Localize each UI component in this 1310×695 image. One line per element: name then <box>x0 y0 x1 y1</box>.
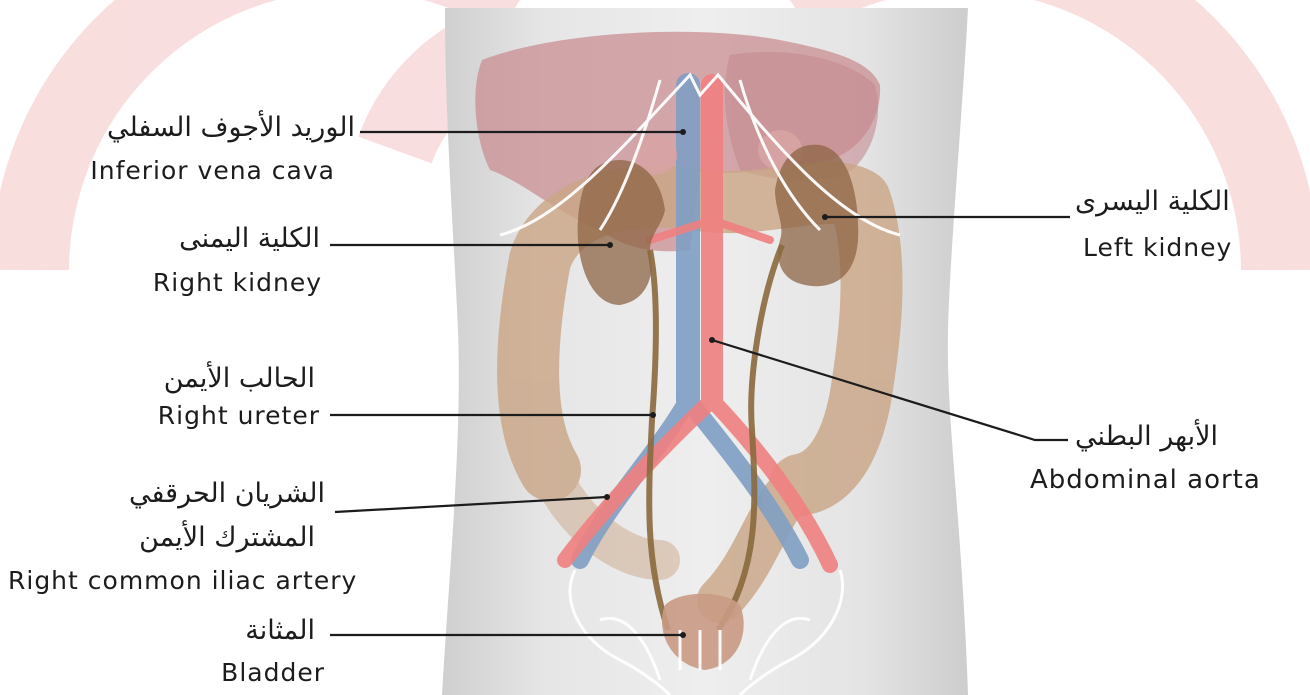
leader-dot-lk <box>822 214 828 220</box>
leader-dot-bl <box>680 632 686 638</box>
label-bladder-english: Bladder <box>221 660 325 685</box>
label-abdominal-aorta-arabic: الأبهر البطني <box>1075 423 1218 450</box>
label-right-common-iliac-artery-arabic-1: الشريان الحرقفي <box>129 480 325 507</box>
leader-dot-ivc <box>680 129 686 135</box>
label-right-kidney-english: Right kidney <box>153 270 322 295</box>
leader-dot-rcia <box>604 494 610 500</box>
label-right-kidney-arabic: الكلية اليمنى <box>179 225 320 252</box>
label-left-kidney-english: Left kidney <box>1083 235 1232 260</box>
leader-dot-rk <box>607 242 613 248</box>
label-right-common-iliac-artery-arabic-2: المشترك الأيمن <box>139 524 315 551</box>
label-ivc-arabic: الوريد الأجوف السفلي <box>107 114 355 141</box>
leader-dot-aorta <box>709 337 715 343</box>
leader-dot-ru <box>650 412 656 418</box>
label-right-ureter-english: Right ureter <box>158 403 320 428</box>
label-ivc-english: Inferior vena cava <box>90 158 335 183</box>
label-right-common-iliac-artery-english: Right common iliac artery <box>8 568 357 593</box>
label-right-ureter-arabic: الحالب الأيمن <box>164 365 315 392</box>
label-left-kidney-arabic: الكلية اليسرى <box>1075 188 1230 215</box>
label-bladder-arabic: المثانة <box>245 617 315 644</box>
label-abdominal-aorta-english: Abdominal aorta <box>1030 467 1261 493</box>
